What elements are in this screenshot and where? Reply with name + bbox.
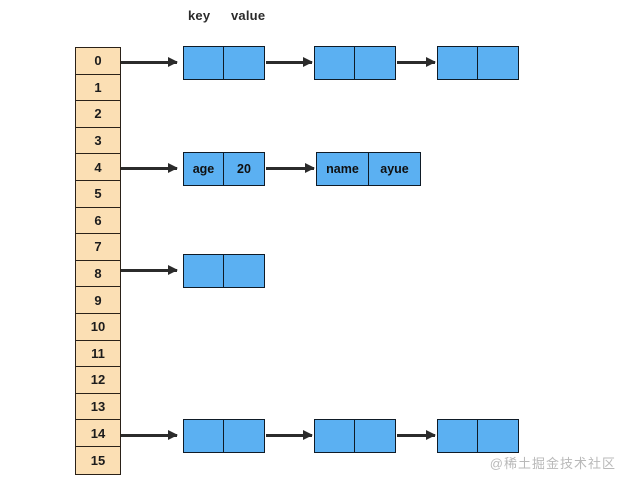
arrow-chain-4-node-1-to-2: [266, 167, 314, 170]
chain-0-node-1[interactable]: [183, 46, 265, 80]
chain-14-node-3-key: [438, 420, 478, 452]
chain-4-node-1-value: 20: [224, 153, 264, 185]
chain-14-node-2[interactable]: [314, 419, 396, 453]
bucket-cell-2[interactable]: 2: [76, 101, 120, 128]
arrow-bucket-4-to-node-1: [121, 167, 177, 170]
bucket-cell-15[interactable]: 15: [76, 446, 120, 474]
arrow-bucket-14-to-node-1: [121, 434, 177, 437]
arrow-bucket-0-to-node-1: [121, 61, 177, 64]
chain-0-node-2[interactable]: [314, 46, 396, 80]
arrow-bucket-8-to-node-1: [121, 269, 177, 272]
chain-14-node-1[interactable]: [183, 419, 265, 453]
key-column-label: key: [188, 8, 211, 23]
arrow-chain-14-node-2-to-3: [397, 434, 435, 437]
chain-8-node-1-value: [224, 255, 264, 287]
chain-14-node-3[interactable]: [437, 419, 519, 453]
chain-4-node-2[interactable]: name ayue: [316, 152, 421, 186]
bucket-cell-14[interactable]: 14: [76, 420, 120, 447]
chain-14-node-1-key: [184, 420, 224, 452]
chain-14-node-2-value: [355, 420, 395, 452]
chain-4-node-2-value: ayue: [369, 153, 420, 185]
arrow-chain-0-node-2-to-3: [397, 61, 435, 64]
bucket-cell-1[interactable]: 1: [76, 74, 120, 102]
arrow-chain-0-node-1-to-2: [266, 61, 312, 64]
value-column-label: value: [231, 8, 266, 23]
bucket-cell-0[interactable]: 0: [76, 48, 120, 75]
chain-14-node-3-value: [478, 420, 518, 452]
bucket-cell-7[interactable]: 7: [76, 234, 120, 261]
chain-0-node-1-key: [184, 47, 224, 79]
bucket-cell-4[interactable]: 4: [76, 154, 120, 181]
bucket-cell-8[interactable]: 8: [76, 260, 120, 288]
chain-14-node-2-key: [315, 420, 355, 452]
chain-4-node-2-key: name: [317, 153, 369, 185]
chain-14-node-1-value: [224, 420, 264, 452]
chain-0-node-2-value: [355, 47, 395, 79]
watermark: @稀土掘金技术社区: [489, 456, 616, 471]
chain-0-node-3-key: [438, 47, 478, 79]
bucket-array: 0 1 2 3 4 5 6 7 8 9 10 11 12 13 14 15: [75, 47, 121, 475]
bucket-cell-3[interactable]: 3: [76, 127, 120, 155]
bucket-cell-12[interactable]: 12: [76, 367, 120, 394]
chain-8-node-1-key: [184, 255, 224, 287]
bucket-cell-9[interactable]: 9: [76, 287, 120, 314]
chain-0-node-3[interactable]: [437, 46, 519, 80]
bucket-cell-6[interactable]: 6: [76, 207, 120, 235]
chain-0-node-3-value: [478, 47, 518, 79]
chain-4-node-1-key: age: [184, 153, 224, 185]
chain-0-node-2-key: [315, 47, 355, 79]
arrow-chain-14-node-1-to-2: [266, 434, 312, 437]
bucket-cell-10[interactable]: 10: [76, 313, 120, 341]
bucket-cell-5[interactable]: 5: [76, 180, 120, 208]
chain-0-node-1-value: [224, 47, 264, 79]
chain-4-node-1[interactable]: age 20: [183, 152, 265, 186]
chain-8-node-1[interactable]: [183, 254, 265, 288]
bucket-cell-13[interactable]: 13: [76, 393, 120, 421]
bucket-cell-11[interactable]: 11: [76, 340, 120, 368]
